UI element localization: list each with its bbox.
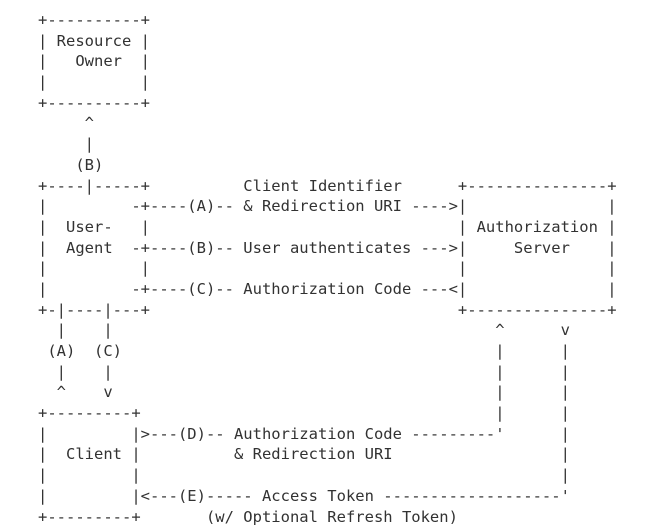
diagram-line: | | | | — [38, 362, 570, 381]
diagram-line: ^ — [38, 114, 94, 133]
diagram-line: (A) (C) | | — [38, 342, 570, 360]
diagram-line: +-|----|---+ +---------------+ — [38, 300, 617, 319]
diagram-line: | -+----(A)-- & Redirection URI ---->| | — [38, 197, 617, 216]
diagram-line: | | | — [38, 466, 570, 485]
diagram-line: | Agent -+----(B)-- User authenticates -… — [38, 238, 617, 257]
diagram-line: | User- | | Authorization | — [38, 217, 617, 236]
diagram-line: +----|-----+ Client Identifier +--------… — [38, 176, 617, 195]
diagram-line: | | | | — [38, 259, 617, 278]
diagram-line: | |<---(E)----- Access Token -----------… — [38, 486, 570, 505]
diagram-line: ^ v | | — [38, 383, 570, 402]
diagram-line: | Client | & Redirection URI | — [38, 445, 570, 464]
diagram-line: | Owner | — [38, 52, 150, 71]
diagram-line: +---------+ (w/ Optional Refresh Token) — [38, 507, 458, 526]
diagram-line: | | ^ v — [38, 321, 570, 340]
diagram-line: +----------+ — [38, 11, 150, 29]
diagram-line: | Resource | — [38, 31, 150, 50]
diagram-line: +----------+ — [38, 93, 150, 112]
diagram-line: | -+----(C)-- Authorization Code ---<| | — [38, 279, 617, 298]
diagram-line: | — [38, 135, 94, 154]
diagram-line: +---------+ | | — [38, 404, 570, 423]
diagram-line: | |>---(D)-- Authorization Code --------… — [38, 424, 570, 443]
diagram-line: (B) — [38, 155, 104, 174]
diagram-line: | | — [38, 73, 150, 92]
